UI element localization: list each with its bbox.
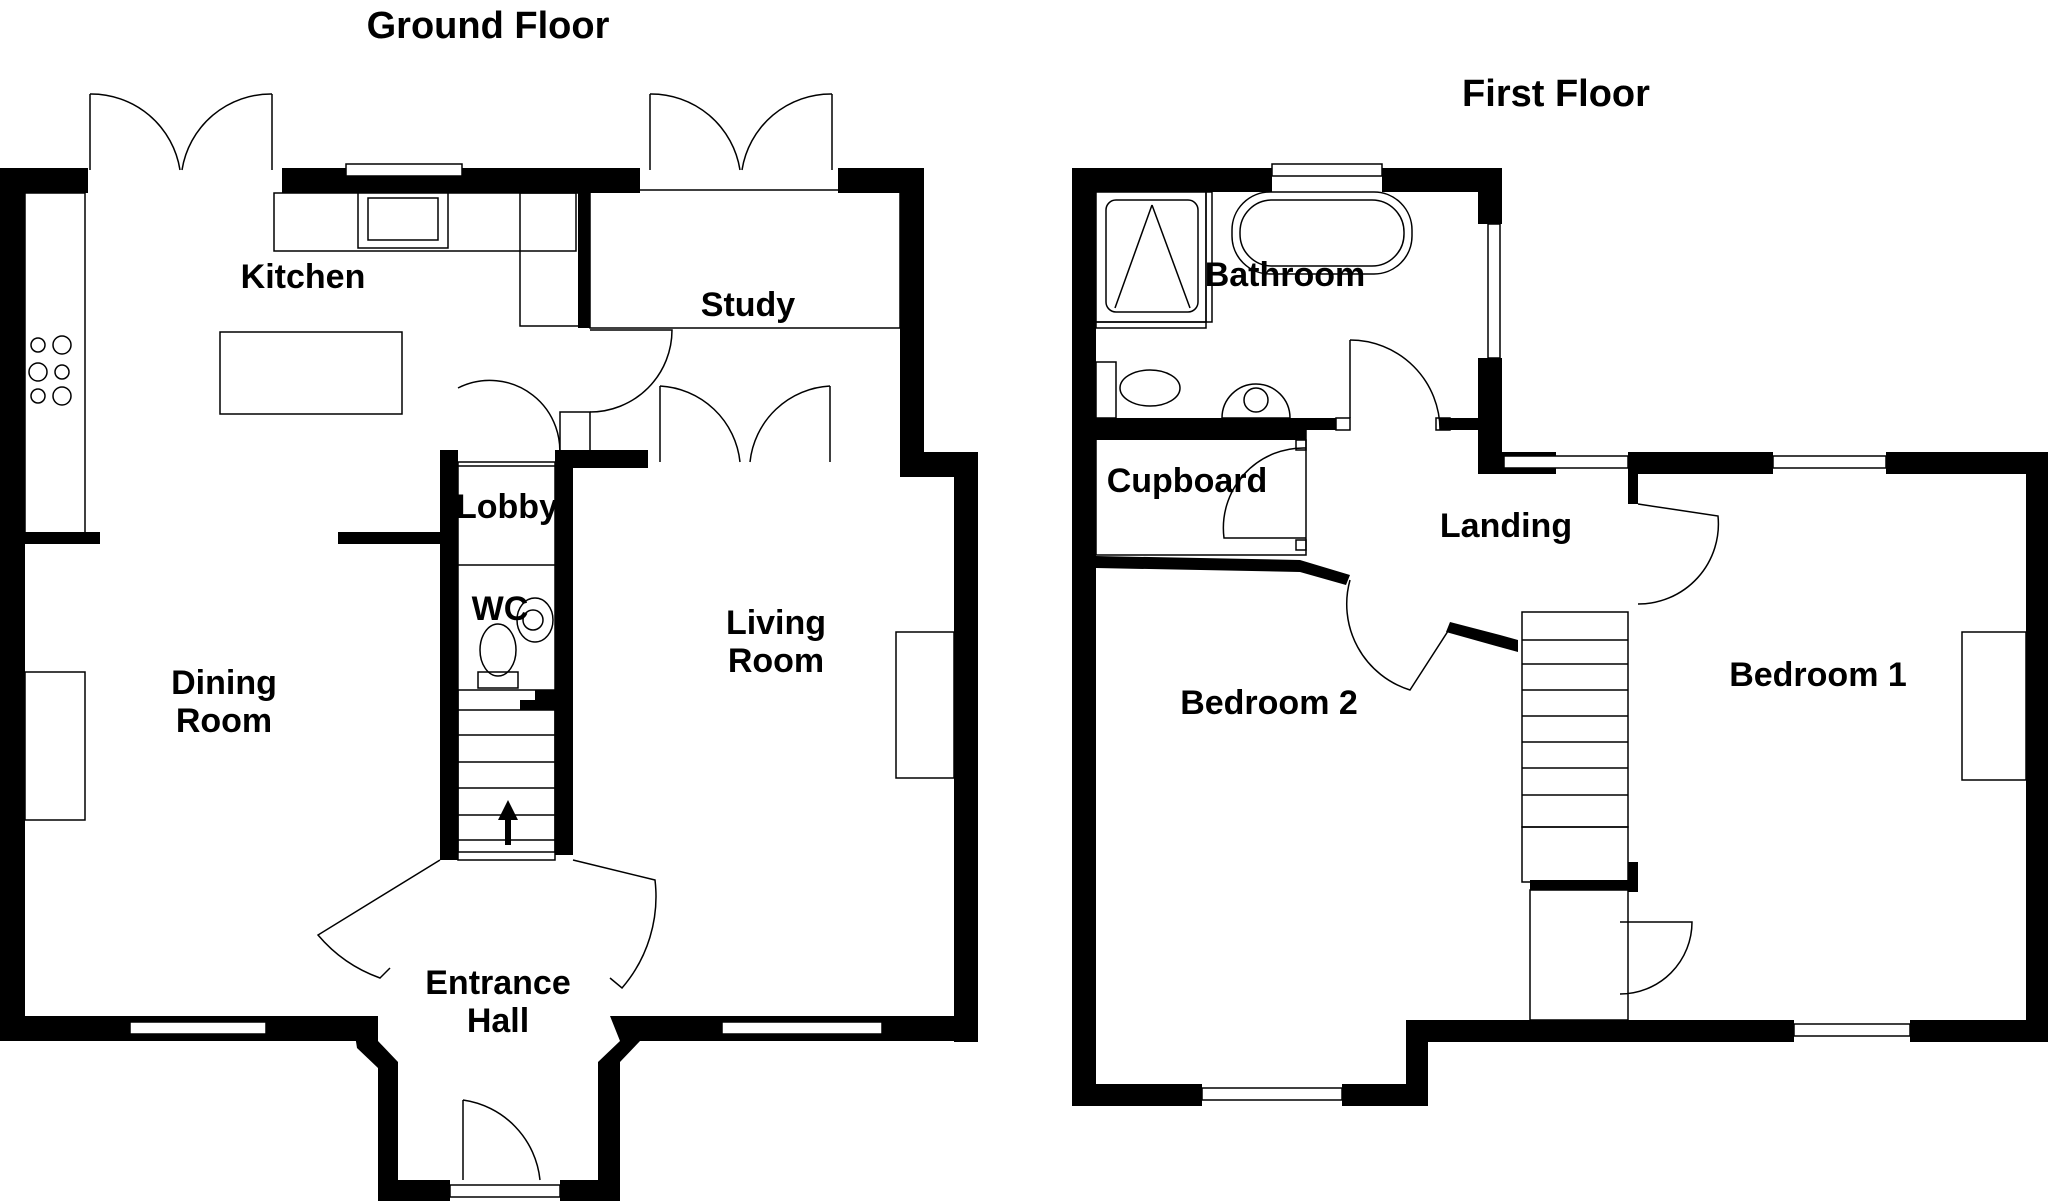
- bedroom-2-label: Bedroom 2: [1180, 684, 1358, 722]
- lobby-and-wc: [457, 379, 561, 853]
- entrance-doors: [316, 859, 657, 1181]
- bathroom-door: [1335, 339, 1451, 431]
- entrance-hall-label-line1: Entrance: [425, 964, 571, 1002]
- bathroom-fittings: [1095, 191, 1413, 419]
- first-floor-stairs: [1521, 611, 2027, 1021]
- dining-room-label-line1: Dining: [171, 664, 277, 702]
- first-floor-walls: [1072, 168, 2048, 1106]
- bedroom-1-label: Bedroom 1: [1729, 656, 1907, 694]
- kitchen-french-doors: [89, 93, 273, 171]
- kitchen-fittings: [24, 189, 581, 821]
- kitchen-label: Kitchen: [241, 258, 366, 296]
- bedroom-2-door: [1345, 579, 1451, 691]
- first-floor-title: First Floor: [1462, 73, 1650, 115]
- study-label: Study: [701, 286, 796, 324]
- first-floor-partitions: [1095, 429, 1307, 556]
- cupboard-label: Cupboard: [1107, 462, 1268, 500]
- ground-floor-windows: [129, 163, 883, 1198]
- bathroom-label: Bathroom: [1205, 256, 1366, 294]
- living-room-label-line2: Room: [728, 642, 824, 680]
- landing-label: Landing: [1440, 507, 1572, 545]
- first-floor-room-labels: Bathroom Cupboard Landing Bedroom 2 Bedr…: [1107, 256, 1907, 722]
- bedroom-1-door: [1637, 503, 1720, 605]
- dining-room-label-line2: Room: [176, 702, 272, 740]
- ground-floor-walls: [0, 168, 978, 1201]
- living-room-label-line1: Living: [726, 604, 826, 642]
- ground-floor-stairs: [457, 689, 556, 861]
- ground-floor-title: Ground Floor: [367, 5, 610, 47]
- entrance-hall-label-line2: Hall: [467, 1002, 529, 1040]
- ground-floor-room-labels: Kitchen Study Lobby WC Dining Room Livin…: [171, 258, 826, 1040]
- up-arrow-icon: [498, 800, 518, 845]
- study-french-doors: [589, 93, 901, 329]
- first-floor-windows: [1201, 163, 1911, 1101]
- lobby-label: Lobby: [456, 488, 558, 526]
- first-floor-plan: First Floor: [1072, 73, 2048, 1106]
- living-room-doors: [659, 385, 955, 779]
- wc-label: WC: [472, 590, 529, 628]
- study-door: [559, 329, 673, 453]
- ground-floor-plan: Ground Floor: [0, 5, 978, 1201]
